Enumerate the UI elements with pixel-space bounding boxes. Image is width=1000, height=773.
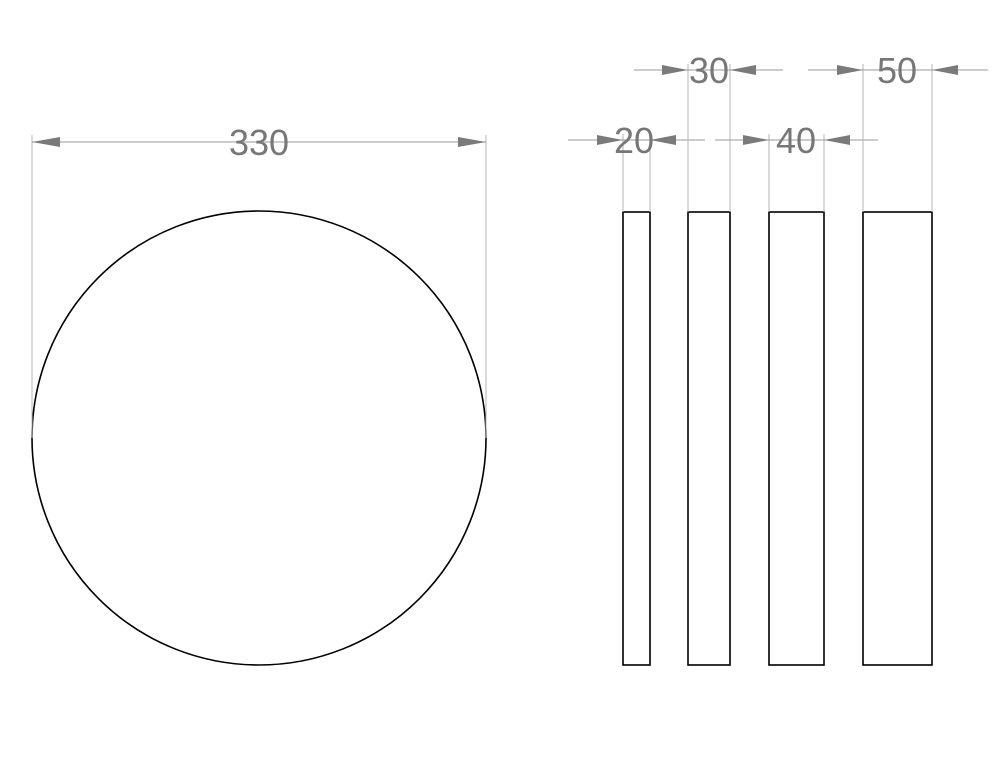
profile-20-label: 20 — [614, 120, 654, 161]
profile-40: 40 — [715, 120, 878, 666]
profile-50-arrow-right — [932, 65, 958, 75]
profile-40-arrow-left — [743, 135, 769, 145]
profile-50-arrow-left — [837, 65, 863, 75]
disc-view: 330 — [31, 122, 487, 666]
disc-diameter-label: 330 — [229, 122, 289, 163]
profile-30-arrow-left — [662, 65, 688, 75]
profile-20: 20 — [568, 120, 705, 666]
profile-20-rect — [622, 211, 651, 666]
profile-50-rect — [862, 211, 933, 666]
profile-40-label: 40 — [776, 120, 816, 161]
profile-20-arrow-right — [650, 135, 676, 145]
profile-40-rect — [768, 211, 825, 666]
profile-20-arrow-left — [597, 135, 623, 145]
profile-30: 30 — [634, 50, 783, 666]
profile-50: 50 — [808, 50, 988, 666]
profile-40-arrow-right — [824, 135, 850, 145]
profile-30-label: 30 — [689, 50, 729, 91]
disc-dimension-arrow-left — [32, 137, 60, 147]
disc-circle — [31, 210, 487, 666]
profile-30-rect — [687, 211, 731, 666]
disc-dimension-arrow-right — [458, 137, 486, 147]
profile-50-label: 50 — [877, 50, 917, 91]
profile-30-arrow-right — [730, 65, 756, 75]
